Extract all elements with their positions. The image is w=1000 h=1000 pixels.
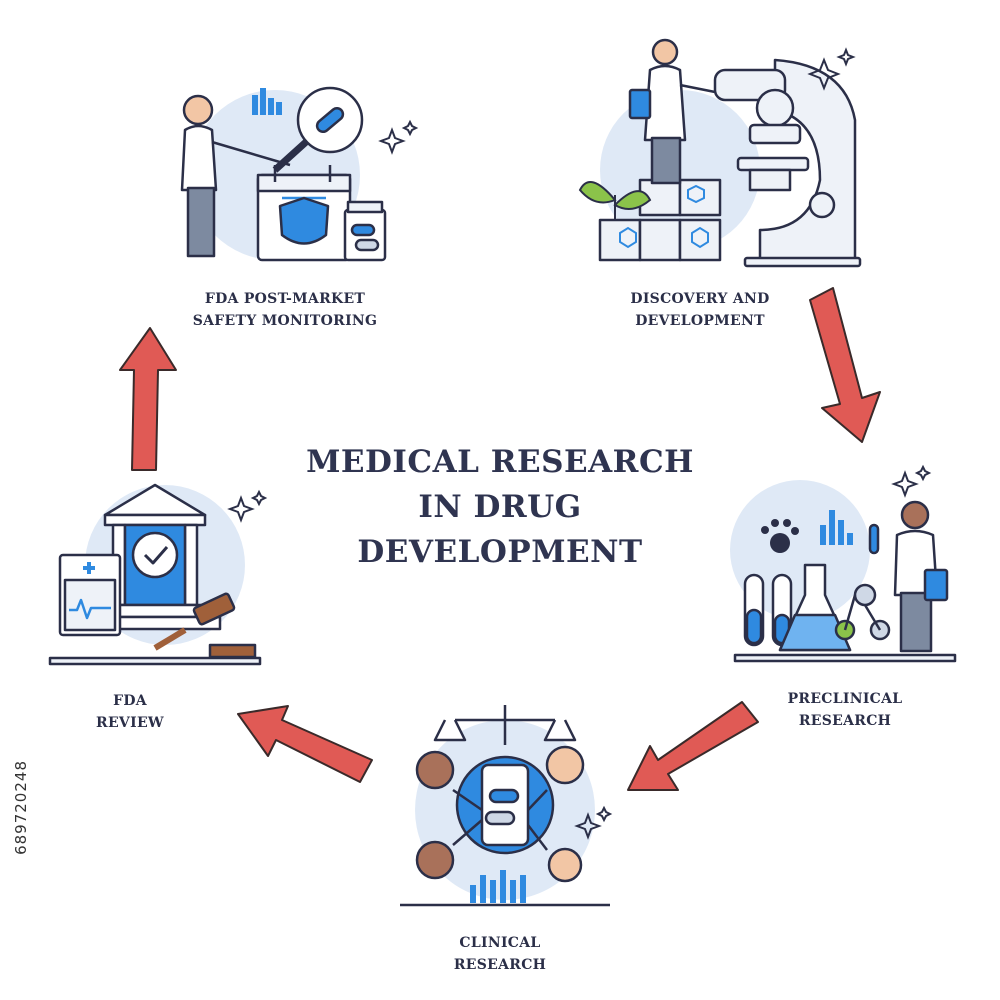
stock-id: 689720248 bbox=[12, 760, 30, 855]
title-line-2: IN DRUG bbox=[418, 489, 582, 525]
magnifier-calendar-shield-icon bbox=[180, 86, 419, 262]
government-building-gavel-icon bbox=[48, 483, 268, 666]
title-line-1: MEDICAL RESEARCH bbox=[306, 444, 694, 480]
stage-discovery bbox=[570, 30, 870, 270]
patients-pills-scale-icon bbox=[400, 705, 613, 907]
diagram-title: MEDICAL RESEARCH IN DRUG DEVELOPMENT bbox=[300, 440, 700, 575]
microscope-scientist-icon bbox=[578, 38, 862, 268]
stage-post-market bbox=[180, 80, 440, 270]
arrow-clinical-to-review bbox=[237, 705, 373, 783]
stage-clinical bbox=[390, 700, 620, 915]
stage-fda-review bbox=[45, 480, 285, 670]
stage-preclinical bbox=[725, 464, 965, 665]
title-line-3: DEVELOPMENT bbox=[357, 534, 643, 570]
arrow-review-to-postmarket bbox=[119, 327, 177, 471]
arrow-discovery-to-preclinical bbox=[809, 287, 881, 443]
arrow-preclinical-to-clinical bbox=[627, 701, 759, 791]
lab-flask-scientist-icon bbox=[730, 464, 957, 663]
